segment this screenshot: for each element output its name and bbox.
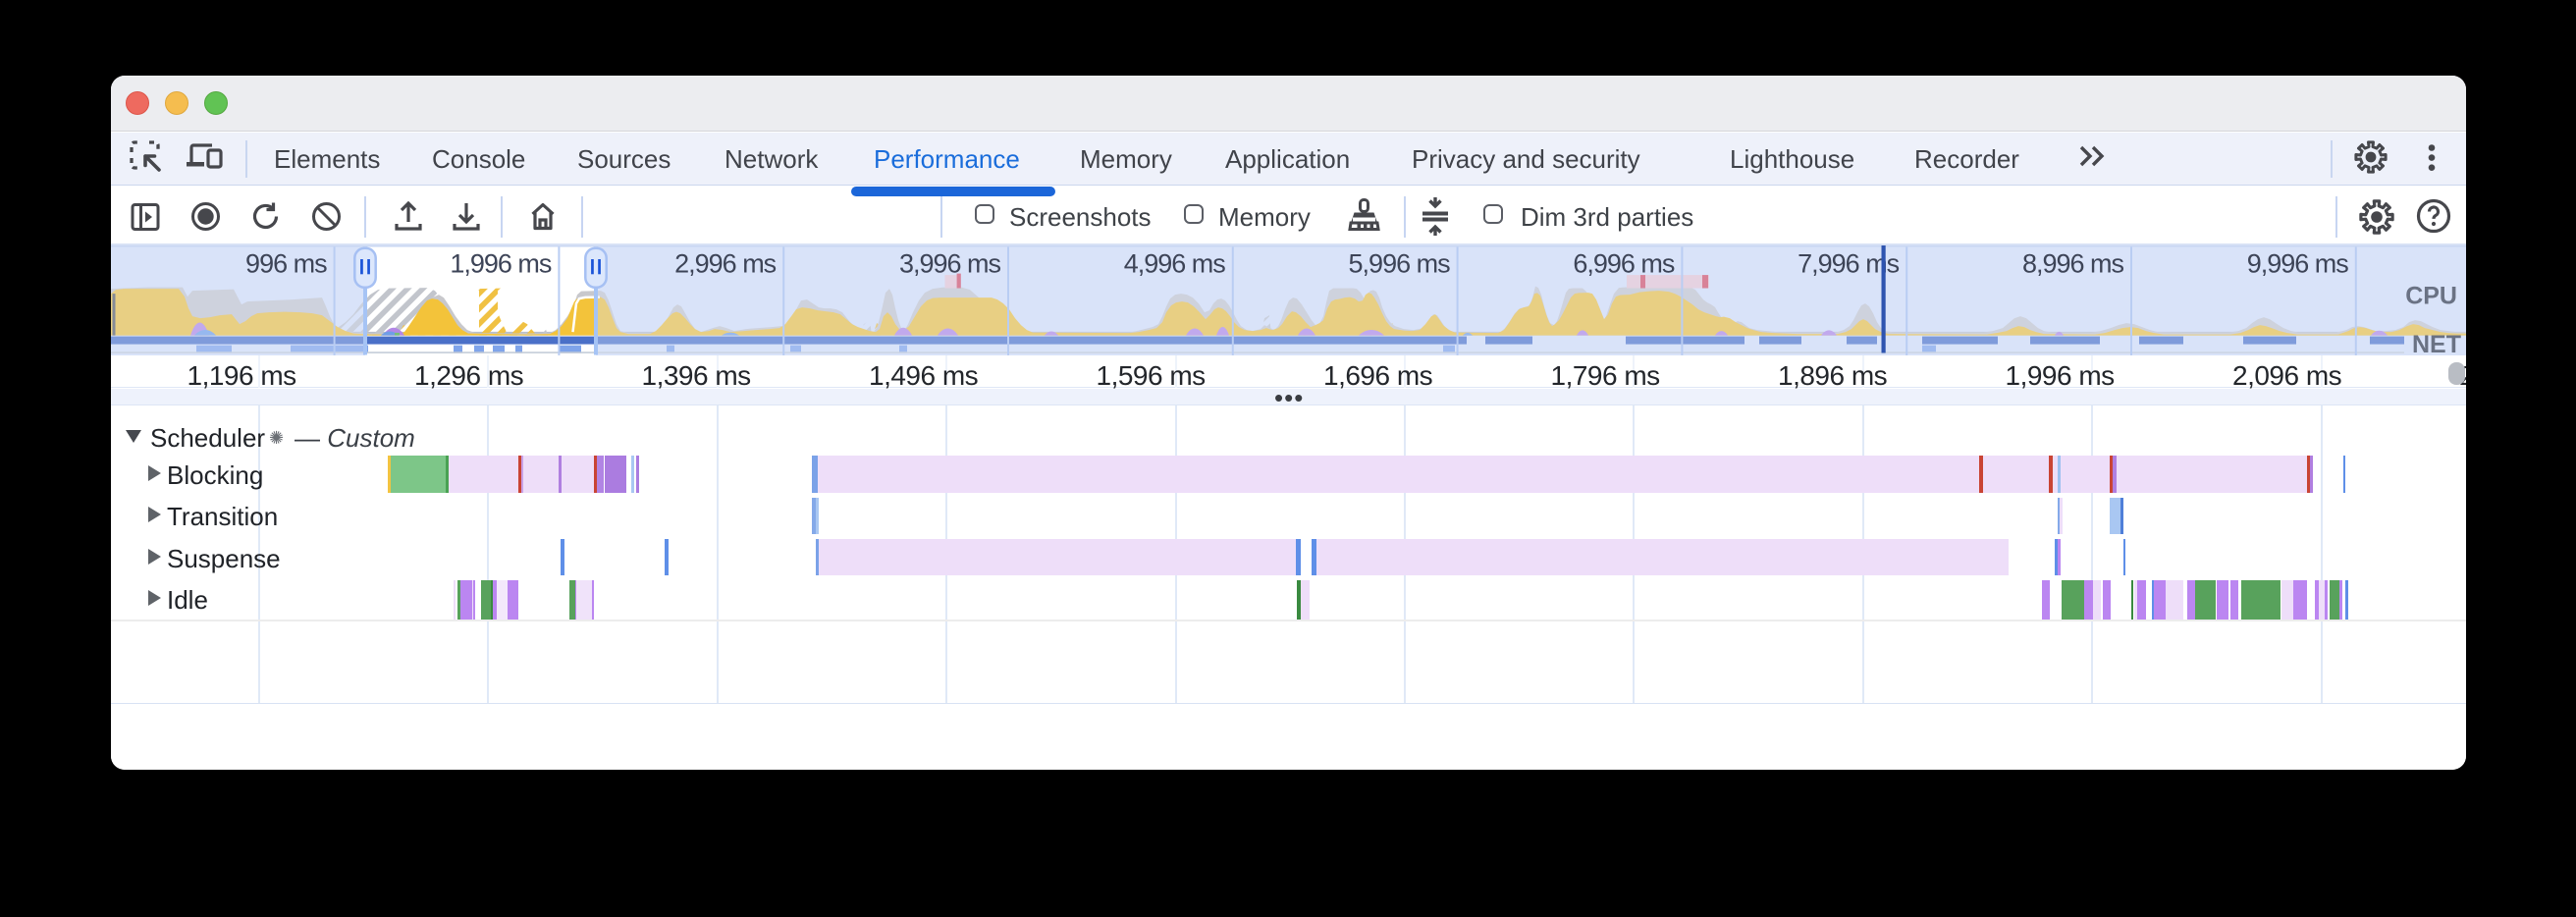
svg-text:4,996 ms: 4,996 ms (1124, 248, 1226, 278)
svg-text:9,996 ms: 9,996 ms (2247, 248, 2349, 278)
svg-text:8,996 ms: 8,996 ms (2022, 248, 2124, 278)
svg-text:CPU: CPU (2405, 282, 2457, 309)
svg-text:2,996 ms: 2,996 ms (674, 248, 777, 278)
svg-text:6,996 ms: 6,996 ms (1573, 248, 1675, 278)
svg-text:3,996 ms: 3,996 ms (899, 248, 1001, 278)
svg-text:996 ms: 996 ms (245, 248, 327, 278)
svg-text:NET: NET (2412, 331, 2461, 355)
svg-text:1,996 ms: 1,996 ms (450, 248, 552, 278)
svg-text:5,996 ms: 5,996 ms (1349, 248, 1451, 278)
